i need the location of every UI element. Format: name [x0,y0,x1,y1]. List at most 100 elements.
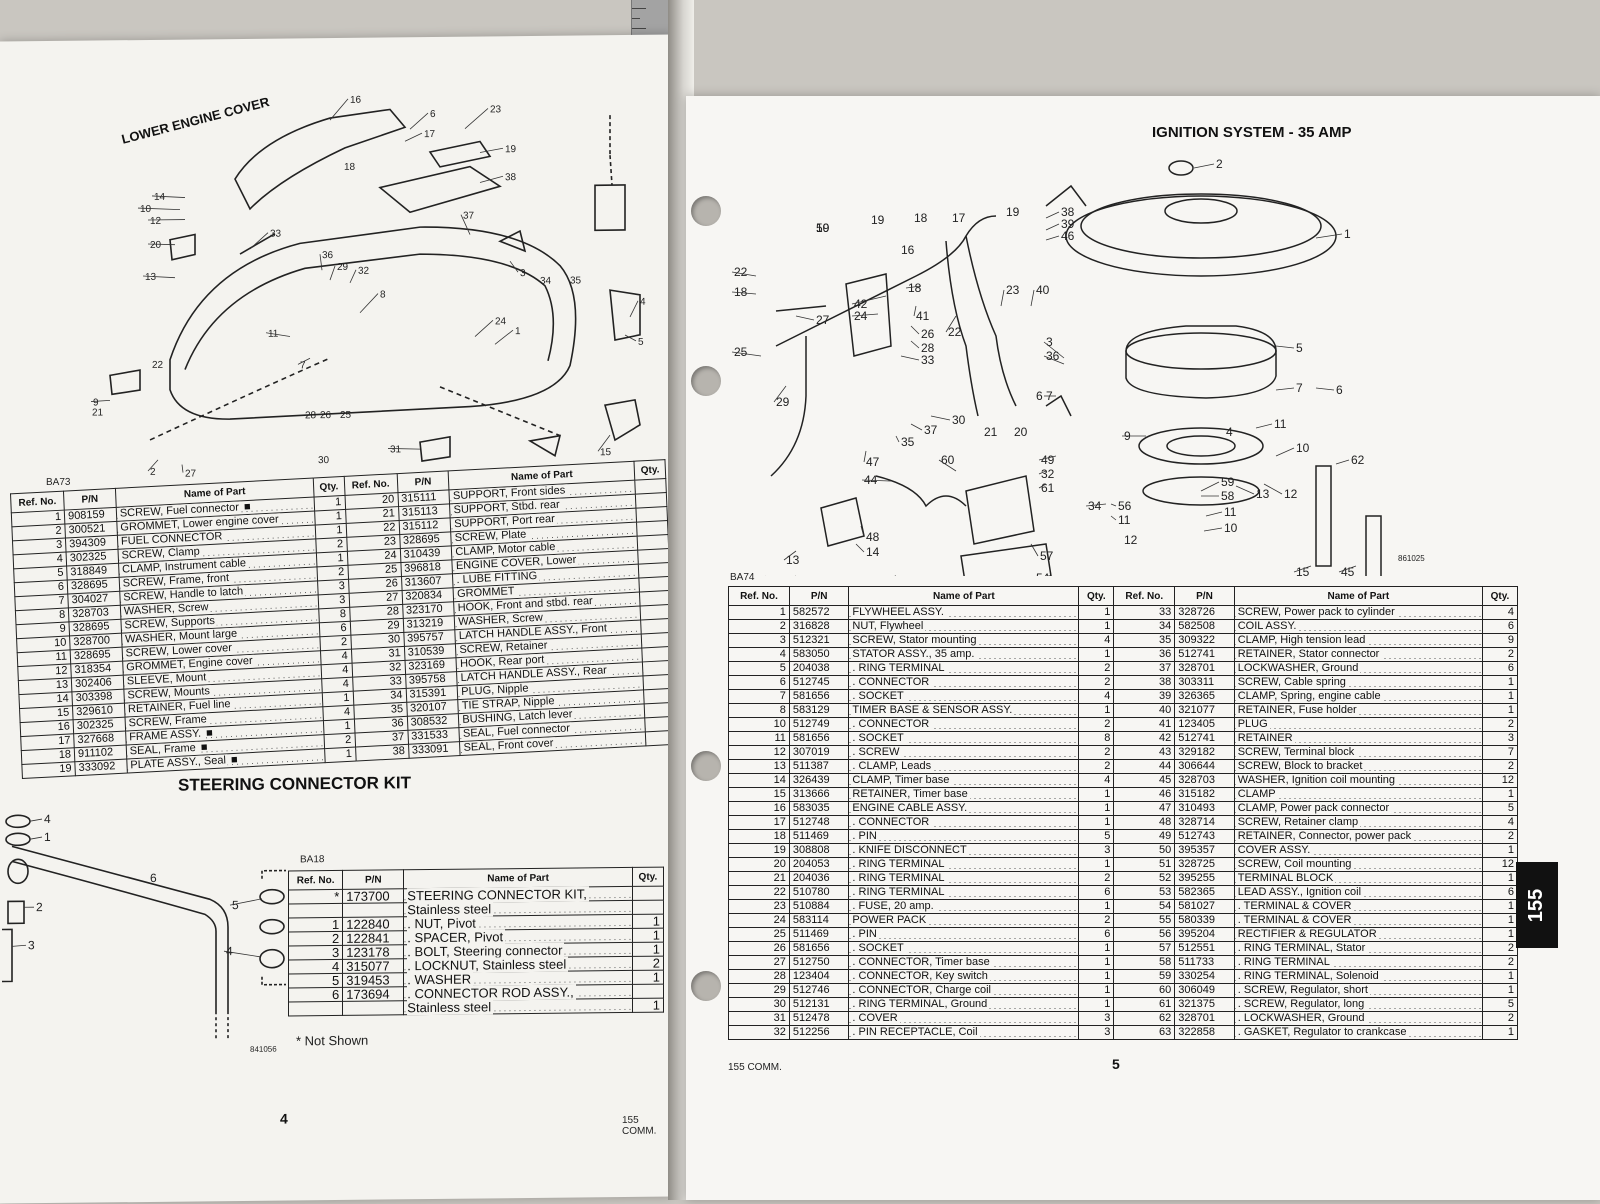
part-name: . RING TERMINAL, Solenoid [1234,970,1482,984]
ref-number: 2 [289,931,343,946]
callout-number: 37 [463,211,475,222]
part-number: 303311 [1175,676,1234,690]
quantity: 2 [1482,830,1517,844]
quantity: 1 [632,998,663,1012]
leader-line [1111,516,1116,520]
quantity: 1 [1482,676,1517,690]
quantity: 4 [1079,690,1114,704]
ref-number: 23 [729,900,790,914]
callout-number: 27 [185,468,197,479]
ref-number: 38 [1114,676,1175,690]
part-number: 510780 [789,886,848,900]
quantity: 1 [1482,1026,1517,1040]
ref-number: 20 [729,858,790,872]
part-number: 322858 [1175,1026,1234,1040]
callout-number: 31 [390,444,402,455]
quantity: 2 [1482,956,1517,970]
ref-number: 35 [1114,634,1175,648]
part-number: 315077 [343,959,404,974]
ref-number: 50 [1114,844,1175,858]
binder-hole [691,751,721,781]
lower-cover-code: BA73 [46,477,70,488]
part-number: 512748 [789,816,848,830]
quantity: 1 [1079,606,1114,620]
left-page-number: 4 [280,1111,288,1127]
quantity: 6 [1482,886,1517,900]
callout-number: 5 [1296,341,1303,355]
front-support [595,185,625,230]
quantity: 5 [1482,998,1517,1012]
left-footer: 155 COMM. [622,1114,672,1137]
ref-number: 39 [1114,690,1175,704]
quantity [632,900,663,914]
callout-number: 6 [1036,389,1043,403]
callout-number: 54 [1036,571,1050,576]
callout-number: 6 [1336,383,1343,397]
callout-number: 33 [921,353,935,367]
callout-number: 35 [901,435,915,449]
callout-number: 47 [866,455,880,469]
ref-number: 43 [1114,746,1175,760]
part-name: . RING TERMINAL [1234,956,1482,970]
steering-footnote: * Not Shown [296,1033,368,1049]
leader-line [796,316,814,320]
callout-number: 10 [1296,441,1310,455]
part-number: 580339 [1175,914,1234,928]
callout-number: 28 [305,410,317,421]
callout-number: 13 [1256,487,1270,501]
quantity: 6 [1079,886,1114,900]
part-number: 313666 [789,788,848,802]
ref-number: 1 [729,606,790,620]
part-number: 583035 [789,802,848,816]
right-footer: 155 COMM. [728,1062,782,1073]
part-number: 511469 [789,928,848,942]
callout-number: 38 [505,172,517,183]
callout-number: 27 [816,313,830,327]
part-number: 306644 [1175,760,1234,774]
ref-number: 63 [1114,1026,1175,1040]
ref-number: 41 [1114,718,1175,732]
part-number: 204036 [789,872,848,886]
column-header: Qty. [632,867,663,886]
column-header: Ref. No. [1114,587,1175,606]
ref-number: 55 [1114,914,1175,928]
ref-number: 10 [729,718,790,732]
part-number: 512478 [789,1012,848,1026]
quantity [632,886,663,900]
quantity: 3 [318,593,349,609]
part-name: WASHER, Ignition coil mounting [1234,774,1482,788]
part-name: . COVER [849,1012,1079,1026]
part-number: 512750 [789,956,848,970]
stator [1126,326,1276,398]
part-number: 582508 [1175,620,1234,634]
ref-number: 54 [1114,900,1175,914]
ref-number: 48 [1114,816,1175,830]
leader-line [330,266,335,280]
ref-number [289,903,343,918]
steering-fig-number: 841056 [250,1045,277,1054]
part-name: SCREW, Terminal block [1234,746,1482,760]
part-number: 328726 [1175,606,1234,620]
ignition-title: IGNITION SYSTEM - 35 AMP [1152,124,1351,141]
quantity: 1 [1482,984,1517,998]
part-number: 310493 [1175,802,1234,816]
part-number: 173700 [343,889,404,904]
part-name: . CONNECTOR [849,718,1079,732]
quantity: 3 [318,579,349,595]
ref-number: 51 [1114,858,1175,872]
quantity: 1 [1482,872,1517,886]
part-name: . PIN [849,830,1079,844]
callout-number: 24 [495,316,507,327]
quantity: 7 [1482,746,1517,760]
callout-number: 3 [520,268,526,279]
part-name: RETAINER, Stator connector [1234,648,1482,662]
callout-number: 14 [866,545,880,559]
